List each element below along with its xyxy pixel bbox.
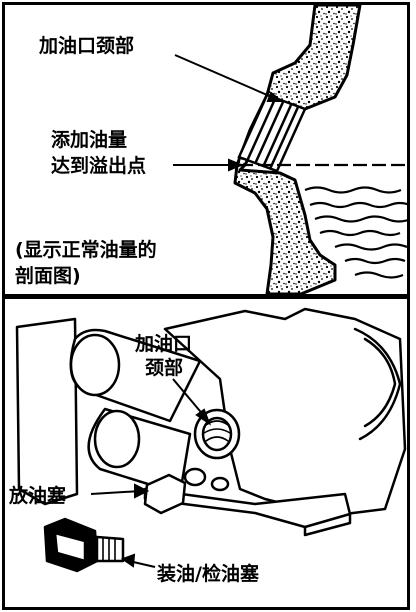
oil-liquid xyxy=(239,163,407,279)
section-caption-line2: 剖面图) xyxy=(15,265,81,287)
fill-level-label-line1: 添加油量 xyxy=(51,129,128,151)
drain-plug-label: 放油塞 xyxy=(9,485,67,507)
section-caption-line1: (显示正常油量的 xyxy=(15,239,157,261)
fill-level-label-line2: 达到溢出点 xyxy=(51,155,147,177)
engine-drawing xyxy=(15,307,407,573)
mounting-plate xyxy=(15,317,79,506)
engine-housing xyxy=(163,307,407,516)
filler-neck-label-line2: 颈部 xyxy=(145,357,184,379)
leader-lines xyxy=(173,54,284,172)
leader-lines xyxy=(90,378,212,568)
filler-neck-tube xyxy=(237,93,307,173)
fill-check-plug-label: 装油/检油塞 xyxy=(157,563,259,585)
engine-view-panel: 加油口 颈部 放油塞 装油/检油塞 xyxy=(2,297,410,610)
cross-section-panel: 加油口颈部 添加油量 达到溢出点 (显示正常油量的 剖面图) xyxy=(2,2,410,297)
fill-check-plug xyxy=(43,517,125,573)
drain-plug xyxy=(143,473,187,515)
filler-neck-label: 加油口颈部 xyxy=(39,35,135,57)
cross-section-drawing xyxy=(173,5,407,294)
filler-neck-label-line1: 加油口 xyxy=(135,333,193,355)
